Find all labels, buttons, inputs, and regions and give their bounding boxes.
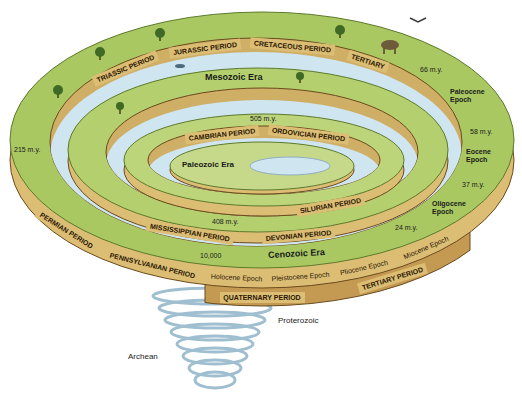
- archean-coil: [183, 348, 247, 364]
- sea-channel: [50, 38, 462, 260]
- tree: [155, 28, 165, 38]
- eon-label: Archean: [128, 352, 158, 361]
- eon-label: Proterozoic: [278, 316, 318, 325]
- age-label: 215 m.y.: [14, 146, 40, 154]
- age-label: 58 m.y.: [470, 128, 492, 136]
- cenozoic-cut-band: [205, 285, 206, 303]
- archean-coil: [189, 360, 241, 376]
- sea-channel: [148, 138, 380, 206]
- animal: [410, 18, 426, 22]
- inner-arm: [124, 114, 404, 206]
- epoch-label: Oligocene Epoch: [432, 200, 470, 216]
- animal: [175, 64, 185, 68]
- cenozoic-cut-band: [470, 232, 471, 250]
- sea-channel: [50, 52, 462, 260]
- plate-text: Holocene Epoch: [210, 272, 262, 282]
- core-arm: [170, 142, 354, 190]
- tree: [335, 25, 345, 35]
- core-arm: [170, 142, 354, 194]
- age-label: 37 m.y.: [462, 181, 484, 189]
- tree: [53, 85, 63, 95]
- middle-arm: [68, 68, 448, 243]
- age-label: 10,000: [200, 252, 221, 260]
- tree: [116, 102, 124, 110]
- period-plate: QUATERNARY PERIOD: [220, 292, 305, 303]
- archean-coil: [177, 336, 253, 352]
- era-label: Paleozoic Era: [182, 160, 234, 169]
- age-label: 505 m.y.: [250, 115, 276, 123]
- tree: [53, 25, 345, 114]
- outer-arm: [10, 12, 514, 288]
- epoch-label: Paleocene Epoch: [450, 88, 490, 104]
- middle-arm: [68, 68, 448, 232]
- sea-channel: [106, 88, 418, 228]
- animal: [383, 48, 385, 54]
- tree: [296, 72, 304, 80]
- era-label: Mesozoic Era: [205, 72, 263, 82]
- outer-arm: [10, 12, 514, 268]
- animal: [394, 48, 396, 54]
- sea-channel: [106, 100, 418, 228]
- age-label: 66 m.y.: [420, 66, 442, 74]
- plate-text: QUATERNARY PERIOD: [223, 294, 300, 301]
- core-arm: [250, 157, 330, 175]
- archean-coil: [171, 324, 259, 340]
- age-label: 24 m.y.: [395, 224, 417, 232]
- archean-coil: [165, 312, 265, 328]
- archean-coil: [195, 372, 235, 388]
- age-label: 408 m.y.: [212, 218, 238, 226]
- epoch-label: Eocene Epoch: [466, 148, 502, 164]
- tree: [95, 47, 105, 57]
